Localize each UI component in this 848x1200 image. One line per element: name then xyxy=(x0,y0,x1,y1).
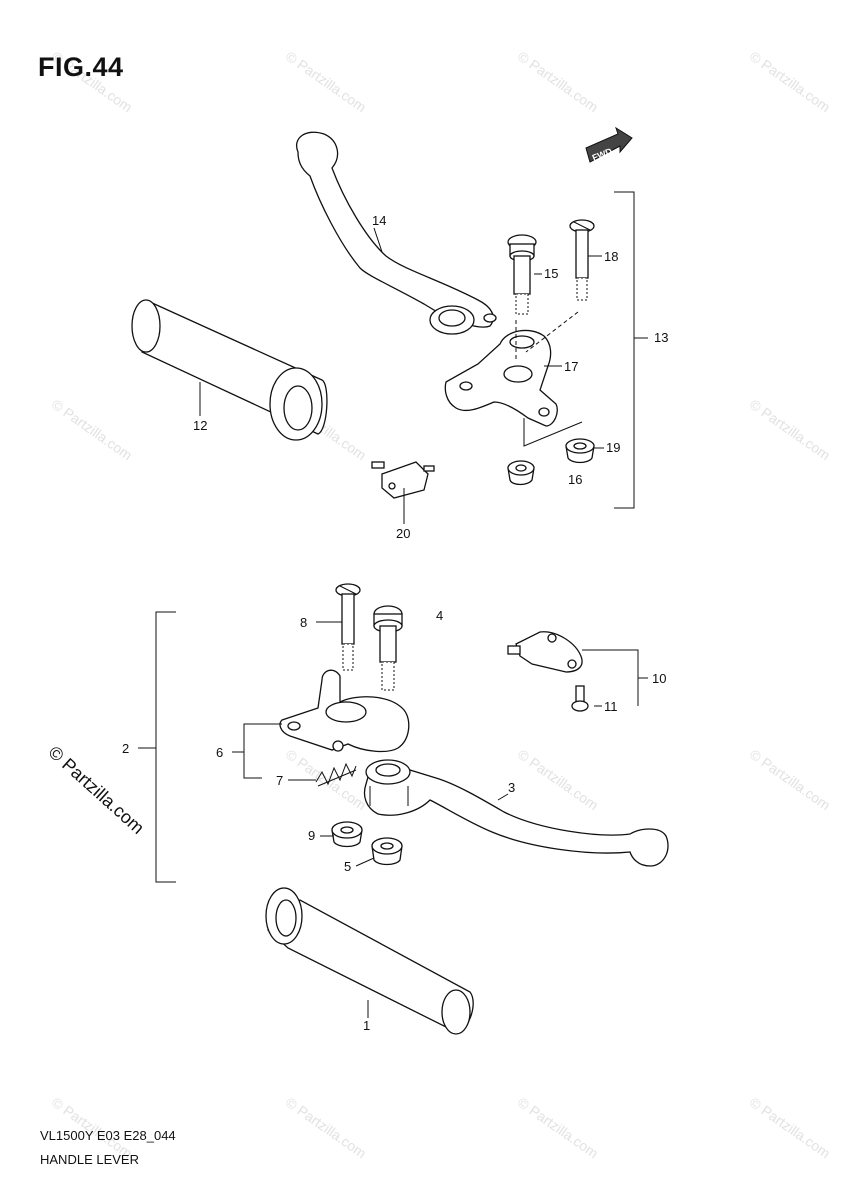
nut-5 xyxy=(371,837,403,866)
screw-8 xyxy=(335,583,361,671)
callout-19: 19 xyxy=(606,440,620,455)
callout-11: 11 xyxy=(604,699,618,714)
pivot-bolt-4 xyxy=(373,605,403,691)
callout-17: 17 xyxy=(564,359,578,374)
callout-12: 12 xyxy=(193,418,207,433)
pivot-bolt-15 xyxy=(507,234,537,315)
lower-lever xyxy=(363,759,669,867)
nut-9 xyxy=(331,821,363,848)
callout-13: 13 xyxy=(654,330,668,345)
callout-9: 9 xyxy=(308,828,315,843)
model-code: VL1500Y E03 E28_044 xyxy=(40,1128,176,1143)
fwd-arrow-icon: FWD xyxy=(585,126,633,163)
callout-5: 5 xyxy=(344,859,351,874)
callout-20: 20 xyxy=(396,526,410,541)
upper-holder xyxy=(444,329,558,427)
callout-16: 16 xyxy=(568,472,582,487)
nut-16 xyxy=(507,460,535,486)
upper-lever xyxy=(296,131,497,335)
switch-20 xyxy=(371,461,435,499)
section-title: HANDLE LEVER xyxy=(40,1152,139,1167)
screw-11 xyxy=(571,685,589,712)
callout-1: 1 xyxy=(363,1018,370,1033)
callout-18: 18 xyxy=(604,249,618,264)
screw-18 xyxy=(569,219,595,301)
callout-4: 4 xyxy=(436,608,443,623)
callout-2: 2 xyxy=(122,741,129,756)
callout-15: 15 xyxy=(544,266,558,281)
upper-grip xyxy=(131,299,328,441)
callout-7: 7 xyxy=(276,773,283,788)
lower-grip xyxy=(265,887,474,1035)
lower-holder xyxy=(279,669,410,753)
callout-6: 6 xyxy=(216,745,223,760)
switch-10 xyxy=(507,631,583,673)
callout-8: 8 xyxy=(300,615,307,630)
nut-19 xyxy=(565,438,595,464)
callout-3: 3 xyxy=(508,780,515,795)
figure-title: FIG.44 xyxy=(38,52,124,82)
callout-10: 10 xyxy=(652,671,666,686)
callout-14: 14 xyxy=(372,213,386,228)
spring-7 xyxy=(315,762,357,787)
